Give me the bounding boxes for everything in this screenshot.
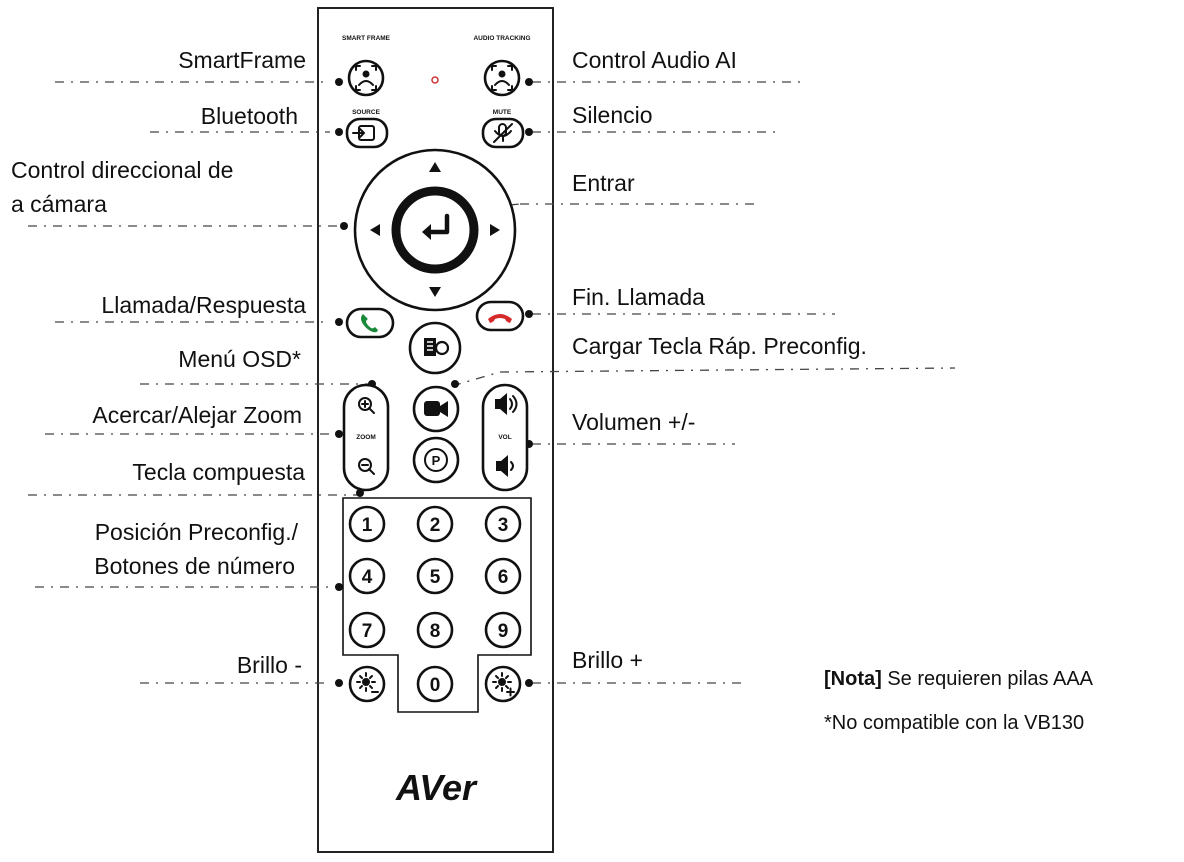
- number-pad-border: [342, 497, 532, 713]
- number-key-label: 6: [498, 567, 509, 588]
- label-volume: Volumen +/-: [572, 409, 696, 435]
- number-key-label: 9: [498, 621, 509, 642]
- label-camera-direction-line2: a cámara: [11, 191, 107, 217]
- brightness-minus-button[interactable]: [348, 665, 386, 703]
- number-key-label: 4: [362, 567, 373, 588]
- preset-icon: P: [424, 448, 448, 472]
- number-key-label: 1: [362, 515, 373, 536]
- smart-frame-text: SMART FRAME: [342, 35, 391, 42]
- brightness-minus-icon: [356, 672, 379, 693]
- number-key-9[interactable]: 9: [484, 611, 522, 649]
- arrow-left-icon[interactable]: [370, 224, 380, 236]
- osd-menu-icon: [424, 338, 450, 356]
- volume-up-icon[interactable]: [495, 393, 518, 415]
- label-zoom: Acercar/Alejar Zoom: [92, 402, 302, 428]
- label-brightness-plus: Brillo +: [572, 647, 643, 673]
- source-icon: [352, 125, 375, 141]
- phone-end-icon: [488, 314, 512, 323]
- volume-rocker[interactable]: VOL: [481, 383, 529, 492]
- number-key-label: 3: [498, 515, 509, 536]
- number-key-label: 7: [362, 621, 373, 642]
- label-mute: Silencio: [572, 102, 653, 128]
- label-preset-line1: Posición Preconfig./: [94, 519, 298, 545]
- enter-button[interactable]: [391, 186, 479, 274]
- mute-icon: [493, 123, 513, 143]
- label-audio-ai: Control Audio AI: [572, 47, 737, 73]
- number-key-4[interactable]: 4: [348, 557, 386, 595]
- enter-icon: [422, 213, 450, 240]
- number-key-2[interactable]: 2: [416, 505, 454, 543]
- number-key-1[interactable]: 1: [348, 505, 386, 543]
- arrow-down-icon[interactable]: [429, 287, 441, 297]
- label-enter: Entrar: [572, 170, 635, 196]
- number-key-7[interactable]: 7: [348, 611, 386, 649]
- audio-tracking-text: AUDIO TRACKING: [473, 35, 530, 42]
- smartframe-icon: [355, 65, 377, 91]
- smartframe-button[interactable]: [347, 59, 385, 97]
- zoom-text: ZOOM: [356, 434, 376, 441]
- note-bold-label: [Nota]: [824, 668, 882, 690]
- zoom-rocker[interactable]: ZOOM: [342, 383, 390, 492]
- label-brightness-minus: Brillo -: [236, 652, 302, 678]
- number-pad: 1 2 3 4 5 6 7 8: [348, 505, 522, 703]
- indicator-led: [431, 76, 439, 84]
- label-end-call: Fin. Llamada: [572, 284, 705, 310]
- note-text: Se requieren pilas AAA: [881, 668, 1094, 690]
- number-key-6[interactable]: 6: [484, 557, 522, 595]
- number-key-0[interactable]: 0: [416, 665, 454, 703]
- mute-button[interactable]: [481, 117, 525, 149]
- arrow-up-icon[interactable]: [429, 162, 441, 172]
- label-osd-menu: Menú OSD*: [178, 346, 301, 372]
- number-key-5[interactable]: 5: [416, 557, 454, 595]
- number-key-label: 8: [430, 621, 441, 642]
- label-camera-direction-line1: Control direccional de: [11, 157, 234, 183]
- volume-down-icon[interactable]: [496, 455, 514, 477]
- end-call-button[interactable]: [475, 300, 525, 332]
- zoom-in-icon[interactable]: [358, 397, 375, 414]
- label-load-preset: Cargar Tecla Ráp. Preconfig.: [572, 333, 867, 359]
- vol-text: VOL: [498, 434, 511, 441]
- number-key-label: 2: [430, 515, 441, 536]
- audio-tracking-button[interactable]: [483, 59, 521, 97]
- call-answer-button[interactable]: [345, 307, 395, 339]
- number-key-3[interactable]: 3: [484, 505, 522, 543]
- brightness-plus-button[interactable]: [484, 665, 522, 703]
- brand-logo: AVer: [395, 767, 478, 808]
- mute-text: MUTE: [493, 109, 512, 116]
- label-call-answer: Llamada/Respuesta: [101, 292, 306, 318]
- arrow-right-icon[interactable]: [490, 224, 500, 236]
- brightness-plus-icon: [492, 672, 515, 697]
- number-key-label: 0: [430, 675, 441, 696]
- source-text: SOURCE: [352, 109, 380, 116]
- number-key-8[interactable]: 8: [416, 611, 454, 649]
- label-smartframe: SmartFrame: [178, 47, 306, 73]
- phone-answer-icon: [361, 314, 378, 333]
- combo-key-button[interactable]: P: [412, 436, 460, 484]
- number-key-label: 5: [430, 567, 441, 588]
- zoom-out-icon[interactable]: [358, 458, 375, 475]
- battery-note: [Nota] Se requieren pilas AAA: [824, 668, 1093, 691]
- osd-menu-button[interactable]: [408, 321, 462, 375]
- label-preset-line2: Botones de número: [94, 553, 295, 579]
- compatibility-note: *No compatible con la VB130: [824, 712, 1085, 734]
- label-bluetooth: Bluetooth: [200, 103, 298, 129]
- svg-text:P: P: [432, 453, 441, 468]
- label-combo-key: Tecla compuesta: [132, 459, 305, 485]
- audio-tracking-icon: [491, 65, 513, 91]
- camera-icon: [424, 401, 448, 417]
- source-button[interactable]: [345, 117, 389, 149]
- camera-preset-button[interactable]: [412, 385, 460, 433]
